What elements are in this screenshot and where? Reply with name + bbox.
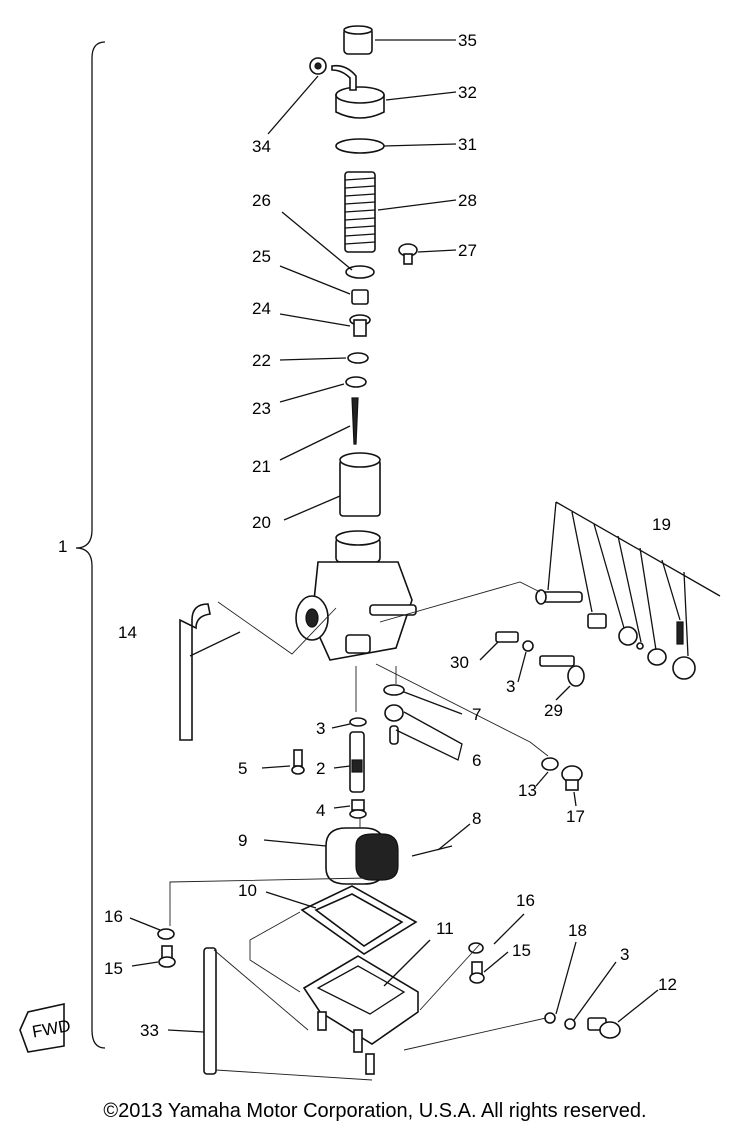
part-20-throttle-valve <box>339 452 381 517</box>
part-15-screw-right <box>469 961 485 984</box>
callout-10: 10 <box>238 881 257 900</box>
part-25-needle-holder <box>351 289 369 305</box>
callout-3c: 3 <box>620 945 629 964</box>
callout-12: 12 <box>658 975 677 994</box>
part-6-jet-set <box>384 704 404 745</box>
callout-4: 4 <box>316 801 325 820</box>
fwd-arrow-icon: FWD <box>19 1003 72 1053</box>
part-4-main-jet <box>349 799 367 819</box>
part-3-o-ring-a <box>522 640 534 652</box>
callout-3a: 3 <box>506 677 515 696</box>
part-16-washer-left <box>157 928 175 940</box>
callout-22: 22 <box>252 351 271 370</box>
part-19-fan-lines <box>547 501 721 657</box>
callout-1: 1 <box>58 537 67 556</box>
callout-16b: 16 <box>516 891 535 910</box>
part-31-gasket <box>335 138 385 154</box>
callout-15a: 15 <box>104 959 123 978</box>
part-3-o-ring-c <box>564 1018 576 1030</box>
part-8-float-pin <box>411 845 453 857</box>
part-19-pilot-screw-set <box>535 589 696 680</box>
callout-11: 11 <box>436 919 454 938</box>
part-7-washer <box>383 684 405 696</box>
part-33-overflow-pipe <box>203 947 217 1075</box>
callout-27: 27 <box>458 241 477 260</box>
part-23-clip <box>345 376 367 388</box>
callout-21: 21 <box>252 457 271 476</box>
callout-16a: 16 <box>104 907 123 926</box>
part-5-screw <box>291 749 305 775</box>
part-26-spring-seat <box>345 265 375 279</box>
callout-leaders <box>129 39 659 1033</box>
part-2-needle-jet <box>349 731 365 793</box>
callout-26: 26 <box>252 191 271 210</box>
part-28-throttle-spring <box>344 171 376 253</box>
callout-20: 20 <box>252 513 271 532</box>
callout-25: 25 <box>252 247 271 266</box>
part-32-mixing-chamber-top <box>331 64 385 119</box>
callout-34: 34 <box>252 137 271 156</box>
part-11-float-chamber <box>302 955 419 1075</box>
callout-9: 9 <box>238 831 247 850</box>
callout-32: 32 <box>458 83 477 102</box>
part-17-drain-plug <box>561 765 583 791</box>
callout-7: 7 <box>472 705 481 724</box>
callout-labels: 35 32 34 31 28 26 27 25 24 22 23 21 20 1… <box>58 31 677 1040</box>
part-27-screw <box>398 243 418 265</box>
part-29-air-screw <box>539 655 585 687</box>
assembly-bracket <box>75 41 106 1049</box>
carburetor-body <box>295 530 417 661</box>
callout-3b: 3 <box>316 719 325 738</box>
copyright-footer: ©2013 Yamaha Motor Corporation, U.S.A. A… <box>103 1100 647 1122</box>
part-22-washer <box>347 352 369 364</box>
part-3-o-ring-b <box>349 717 367 727</box>
callout-17: 17 <box>566 807 585 826</box>
part-24-needle-holder <box>349 314 371 337</box>
callout-23: 23 <box>252 399 271 418</box>
callout-19: 19 <box>652 515 671 534</box>
part-10-float-chamber-gasket <box>300 885 418 955</box>
part-14-vent-hose <box>179 603 211 741</box>
callout-31: 31 <box>458 135 477 154</box>
callout-35: 35 <box>458 31 477 50</box>
part-13-washer <box>541 757 559 771</box>
part-30-throttle-stop-screw <box>495 631 519 643</box>
callout-30: 30 <box>450 653 469 672</box>
part-15-screw-left <box>158 945 176 968</box>
part-34-cap-nut <box>309 57 327 75</box>
callout-33: 33 <box>140 1021 159 1040</box>
callout-29: 29 <box>544 701 563 720</box>
callout-28: 28 <box>458 191 477 210</box>
part-6-bracket <box>395 711 463 761</box>
callout-5: 5 <box>238 759 247 778</box>
callout-18: 18 <box>568 921 587 940</box>
callout-24: 24 <box>252 299 271 318</box>
callout-2: 2 <box>316 759 325 778</box>
part-21-jet-needle <box>351 397 359 445</box>
connection-lines <box>169 581 549 1081</box>
callout-14: 14 <box>118 623 137 642</box>
callout-8: 8 <box>472 809 481 828</box>
part-35-cap <box>343 25 373 55</box>
part-18-gasket <box>544 1012 556 1024</box>
part-9-float <box>325 827 399 885</box>
callout-13: 13 <box>518 781 537 800</box>
callout-6: 6 <box>472 751 481 770</box>
part-12-drain-screw <box>587 1017 621 1039</box>
callout-15b: 15 <box>512 941 531 960</box>
